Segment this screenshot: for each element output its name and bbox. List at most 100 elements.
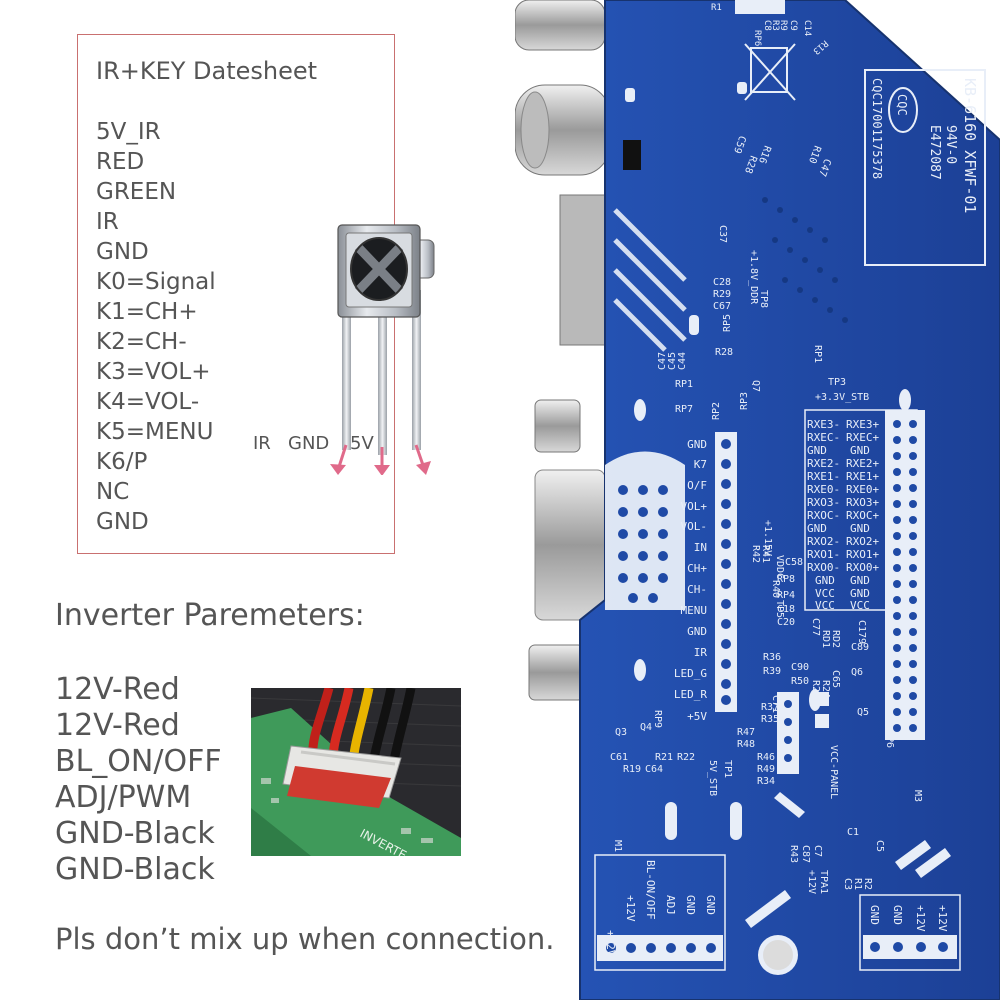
cqc-logo-icon: [888, 87, 918, 133]
ref-label: Q7: [750, 380, 761, 392]
ref-label: Q6: [851, 667, 863, 678]
tp-label: +12V: [806, 870, 817, 894]
key-pin-label: CH+: [687, 562, 707, 575]
ir-key-pin-list: 5V_IR RED GREEN IR GND K0=Signal K1=CH+ …: [96, 117, 216, 537]
ref-label: C44: [677, 352, 688, 370]
ref-label: C8: [762, 20, 772, 31]
lvds-pin-label: RXEC-: [807, 431, 840, 444]
pwr-pin-label: GND: [891, 905, 904, 925]
lvds-pin-label: VCC: [850, 599, 870, 612]
lvds-pin-label: RXO1-: [807, 548, 840, 561]
connection-note: Pls don’t mix up when connection.: [55, 922, 555, 956]
bl-pin-label: GND: [704, 895, 717, 915]
tp-label: +1.15V: [762, 520, 773, 556]
lvds-pin-label: RXE1+: [846, 470, 879, 483]
tp-label: TP3: [828, 377, 846, 388]
board-serial: CQC17001175378: [870, 78, 884, 179]
tp-label: VDDC: [774, 555, 785, 579]
inverter-item: BL_ON/OFF: [55, 744, 222, 779]
key-pin-label: GND: [687, 438, 707, 451]
ref-label: Q3: [615, 727, 627, 738]
ref-label: R35: [761, 714, 779, 725]
board-brand: CQC: [895, 94, 909, 116]
pwr-pin-label: +12V: [914, 905, 927, 932]
ref-label: C77: [810, 618, 821, 636]
leg-label-ir: IR: [253, 433, 271, 454]
key-header: GND K7 O/F VOL+ VOL- IN CH+ CH- MENU GND…: [674, 432, 737, 723]
bl-pin-label: +12V: [604, 930, 617, 957]
ref-label: C14: [802, 20, 812, 36]
ref-label: R36: [763, 652, 781, 663]
ref-label: C37: [717, 225, 728, 243]
ref-label: RP7: [675, 404, 693, 415]
pin-item: 5V_IR: [96, 119, 161, 145]
lvds-pin-label: RXO0-: [807, 561, 840, 574]
ref-label: R40: [770, 580, 781, 598]
tp-label: TP5: [774, 600, 785, 618]
lvds-pin-label: GND: [850, 587, 870, 600]
lvds-pin-label: RXE1-: [807, 470, 840, 483]
pcb-board-photo: R1 RP6 C8 R3 R9 C9 C14 R13 KB-6160 XFWF-…: [515, 0, 1000, 1000]
weee-bin-icon: [744, 43, 796, 101]
ic-chip: [623, 140, 641, 170]
ref-label: RD1: [820, 630, 831, 648]
key-pin-label: VOL+: [681, 500, 708, 513]
leg-label-gnd: GND: [288, 433, 330, 454]
key-pin-label: IN: [694, 541, 707, 554]
ref-label: R25: [810, 680, 821, 698]
ref-label: RP5: [722, 314, 733, 332]
inverter-item: 12V-Red: [55, 672, 180, 707]
pin-item: GREEN: [96, 179, 177, 205]
ref-label: R29: [713, 289, 731, 300]
tp-label: TPA1: [818, 870, 829, 894]
bl-pin-label: GND: [684, 895, 697, 915]
ref-label: C179: [856, 620, 867, 644]
ir-key-title: IR+KEY Datesheet: [96, 57, 318, 85]
ref-label: RP6: [752, 30, 762, 46]
key-pin-label: K7: [694, 458, 707, 471]
pwr-pin-label: +12V: [936, 905, 949, 932]
ref-label: R28: [715, 347, 733, 358]
ref-label: RP4: [777, 590, 795, 601]
lvds-pin-label: RXOC+: [846, 509, 879, 522]
ref-label: C20: [777, 617, 795, 628]
pin-item: K1=CH+: [96, 299, 198, 325]
ref-label: R22: [677, 752, 695, 763]
ref-label: RP1: [812, 345, 823, 363]
lvds-pin-label: RXE3-: [807, 418, 840, 431]
ref-label: C1: [847, 827, 859, 838]
backlight-header: +12V +12V BL-ON/OFF ADJ GND GND: [594, 854, 726, 971]
ref-label: R9: [778, 20, 788, 31]
key-pin-label: +5V: [687, 710, 707, 723]
lvds-pin-label: RXO2+: [846, 535, 879, 548]
ref-label: C47: [657, 352, 668, 370]
power-header: GND GND +12V +12V: [859, 894, 961, 971]
inverter-item: GND-Black: [55, 852, 215, 887]
pin-item: K2=CH-: [96, 329, 187, 355]
pin-item: RED: [96, 149, 145, 175]
lvds-pin-label: RXO2-: [807, 535, 840, 548]
ref-label: R43: [788, 845, 799, 863]
ref-label: C65: [830, 670, 841, 688]
lvds-pin-label: RXE2+: [846, 457, 879, 470]
pin-item: GND: [96, 239, 149, 265]
pin-item: K4=VOL-: [96, 389, 200, 415]
key-pin-label: CH-: [687, 583, 707, 596]
tp-label: M3: [912, 790, 923, 802]
lvds-pin-label: RXO1+: [846, 548, 879, 561]
inverter-connector-photo: INVERTE: [251, 688, 461, 856]
lvds-pin-label: RXO0+: [846, 561, 879, 574]
bl-pin-label: ADJ: [664, 895, 677, 915]
ref-label: R37: [761, 702, 779, 713]
pin-item: K6/P: [96, 449, 148, 475]
pin-item: K0=Signal: [96, 269, 216, 295]
pwr-pin-label: GND: [868, 905, 881, 925]
lvds-pin-label: RXO3+: [846, 496, 879, 509]
ref-label: RP9: [652, 710, 663, 728]
ref-label: R42: [750, 545, 761, 563]
ref-label: C28: [713, 277, 731, 288]
bl-pin-label: +12V: [624, 895, 637, 922]
ref-label: C5: [874, 840, 885, 852]
lvds-pin-label: VCC: [815, 587, 835, 600]
ref-label: C3: [842, 878, 853, 890]
